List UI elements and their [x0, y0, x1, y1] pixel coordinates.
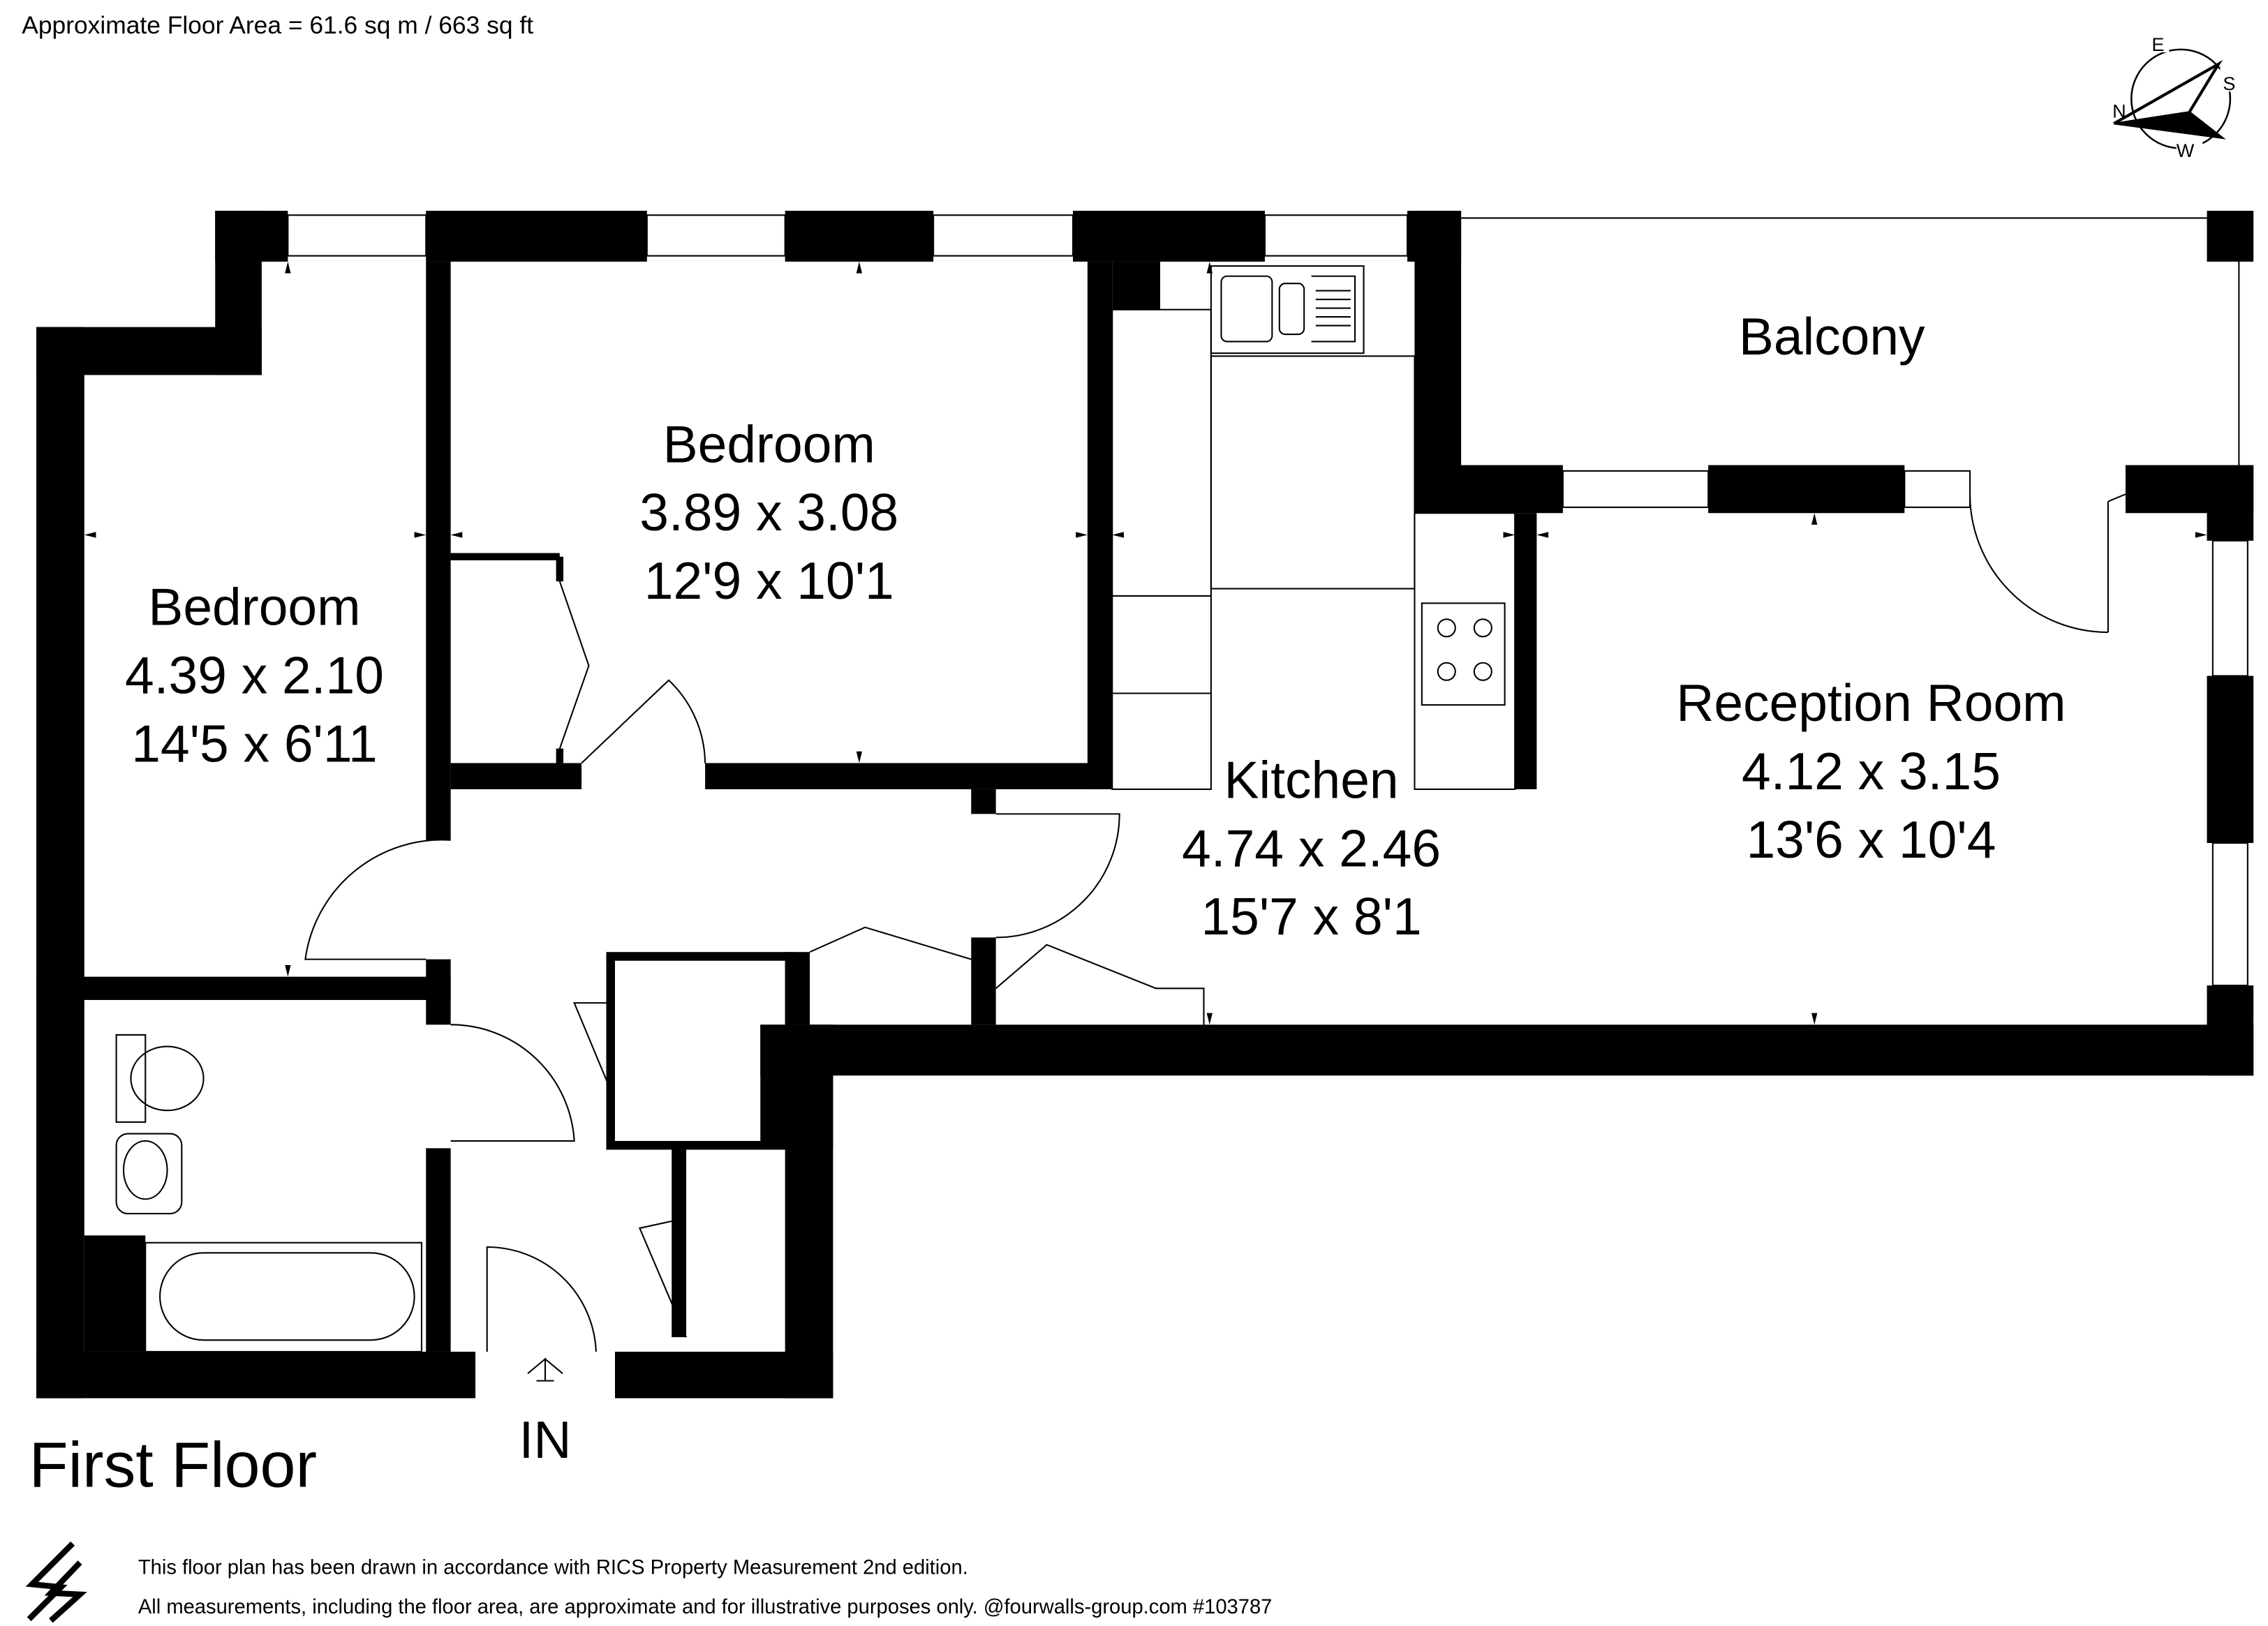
- toilet-icon: [130, 1045, 205, 1112]
- kitchen-metric: 4.74 x 2.46: [1182, 819, 1441, 877]
- sink-icon: [1210, 265, 1365, 355]
- dimension-markers: [84, 261, 2207, 1025]
- entrance-arrow-icon: [527, 1357, 563, 1382]
- floor-area-text: Approximate Floor Area = 61.6 sq m / 663…: [22, 11, 533, 39]
- reception-name: Reception Room: [1676, 673, 2066, 732]
- balcony-name: Balcony: [1739, 307, 1925, 366]
- compass-n: N: [2112, 100, 2126, 122]
- basin-icon: [115, 1133, 183, 1215]
- walls: [36, 211, 2254, 1398]
- compass-needle-icon: [2114, 111, 2226, 140]
- kitchen-name: Kitchen: [1224, 750, 1399, 809]
- reception-metric: 4.12 x 3.15: [1742, 742, 2001, 800]
- hob-icon: [1421, 602, 1506, 706]
- floor-label: First Floor: [29, 1430, 317, 1501]
- compass: E S N W: [2109, 29, 2241, 161]
- bedroom1-metric: 4.39 x 2.10: [125, 646, 384, 704]
- footer-line1: This floor plan has been drawn in accord…: [138, 1557, 968, 1579]
- bedroom1-imperial: 14'5 x 6'11: [131, 714, 377, 773]
- thin-lines: [115, 214, 2248, 1382]
- compass-w: W: [2177, 140, 2195, 161]
- entrance-label: IN: [519, 1410, 572, 1469]
- bath-icon: [144, 1241, 423, 1352]
- compass-s: S: [2223, 73, 2235, 94]
- kitchen-imperial: 15'7 x 8'1: [1201, 887, 1421, 946]
- reception-imperial: 13'6 x 10'4: [1746, 810, 1996, 869]
- compass-e: E: [2151, 33, 2164, 55]
- fourwalls-logo: [25, 1541, 87, 1623]
- footer-line2: All measurements, including the floor ar…: [138, 1596, 1273, 1618]
- bedroom1-name: Bedroom: [148, 578, 360, 636]
- room-labels: Bedroom 4.39 x 2.10 14'5 x 6'11 Bedroom …: [125, 307, 2066, 1469]
- bedroom2-imperial: 12'9 x 10'1: [644, 551, 894, 610]
- bedroom2-name: Bedroom: [663, 415, 875, 473]
- bedroom2-metric: 3.89 x 3.08: [639, 483, 898, 542]
